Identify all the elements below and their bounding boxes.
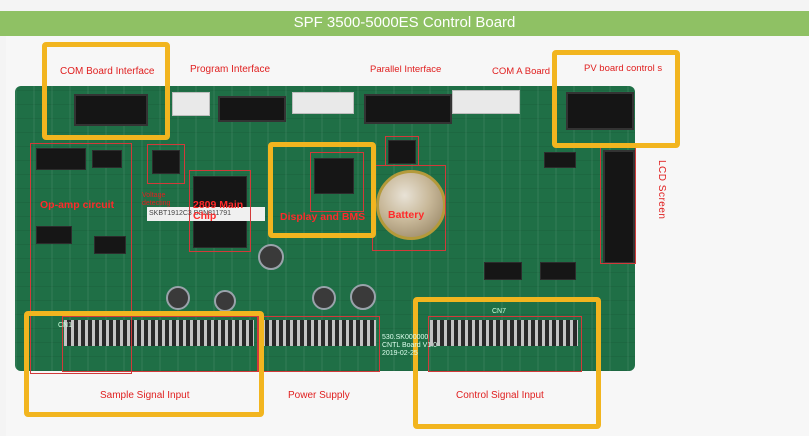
label-battery: Battery bbox=[388, 209, 425, 221]
sample-signal-pins bbox=[64, 320, 254, 346]
battery-coin-cell bbox=[376, 170, 446, 240]
display-bms-chip bbox=[314, 158, 354, 194]
program-header bbox=[218, 96, 286, 122]
capacitor-1 bbox=[258, 244, 284, 270]
voltage-outline bbox=[147, 144, 185, 184]
label-voltage-detecting: Voltage detecting bbox=[142, 192, 171, 207]
capacitor-2 bbox=[166, 286, 190, 310]
label-control-signal-input: Control Signal Input bbox=[456, 390, 544, 401]
highlight-sample-signal bbox=[24, 311, 264, 417]
op-amp-chip-1 bbox=[36, 148, 86, 170]
display-bms-outline bbox=[310, 152, 364, 212]
lcd-outline bbox=[600, 146, 636, 264]
chip-right-2 bbox=[540, 262, 576, 280]
capacitor-5 bbox=[214, 290, 236, 312]
control-signal-pins bbox=[430, 320, 578, 346]
sample-signal-outline bbox=[62, 316, 258, 372]
parallel-connector-white bbox=[292, 92, 354, 114]
parallel-header bbox=[364, 94, 452, 124]
program-connector-white bbox=[172, 92, 210, 116]
com-a-outline bbox=[385, 136, 419, 166]
capacitor-4 bbox=[350, 284, 376, 310]
highlight-com-board bbox=[42, 42, 170, 140]
highlight-control-signal bbox=[413, 297, 601, 429]
label-parallel-interface: Parallel Interface bbox=[370, 64, 442, 75]
op-amp-chip-2 bbox=[92, 150, 122, 168]
label-op-amp-circuit: Op-amp circuit bbox=[40, 199, 115, 211]
chip-right-1 bbox=[484, 262, 522, 280]
cn7-silk: CN7 bbox=[492, 308, 507, 315]
capacitor-3 bbox=[312, 286, 336, 310]
com-board-connector bbox=[74, 94, 148, 126]
pv-board-connector bbox=[566, 92, 634, 130]
label-com-a-board: COM A Board bbox=[492, 66, 551, 77]
title-bar: SPF 3500-5000ES Control Board bbox=[0, 11, 809, 36]
label-program-interface: Program Interface bbox=[190, 64, 271, 75]
op-amp-chip-3 bbox=[36, 226, 72, 244]
label-main-chip: 2809 Main Chip bbox=[193, 199, 244, 222]
label-display-bms: Display and BMS bbox=[280, 211, 366, 223]
serial-sticker bbox=[147, 207, 265, 221]
power-supply-pins bbox=[262, 320, 376, 346]
slide-title: SPF 3500-5000ES Control Board bbox=[293, 14, 516, 31]
chip-right-3 bbox=[544, 152, 576, 168]
main-chip-outline bbox=[189, 170, 251, 252]
highlight-pv-board bbox=[552, 50, 680, 148]
highlight-display-bms bbox=[268, 142, 376, 238]
label-power-supply: Power Supply bbox=[288, 390, 350, 401]
label-pv-board-control: PV board control signal bbox=[584, 63, 662, 74]
op-amp-outline bbox=[30, 143, 132, 374]
control-signal-outline bbox=[428, 316, 582, 372]
serial-silk: SKBT1912C3 BSN811791 bbox=[149, 210, 231, 217]
board-ref-silk: 530.SK000000 CNTL Board V1.0 2019-02-25 bbox=[382, 334, 437, 357]
cn1-silk: CN1 bbox=[58, 322, 73, 329]
label-sample-signal-input: Sample Signal Input bbox=[100, 390, 190, 401]
battery-outline bbox=[372, 165, 446, 251]
label-lcd-screen: LCD Screen bbox=[656, 160, 667, 220]
power-supply-outline bbox=[258, 316, 380, 372]
label-com-board-interface: COM Board Interface bbox=[60, 66, 155, 77]
com-a-connector bbox=[452, 90, 520, 114]
op-amp-chip-4 bbox=[94, 236, 126, 254]
voltage-chip bbox=[152, 150, 180, 174]
chip-com-a-area bbox=[388, 140, 416, 164]
